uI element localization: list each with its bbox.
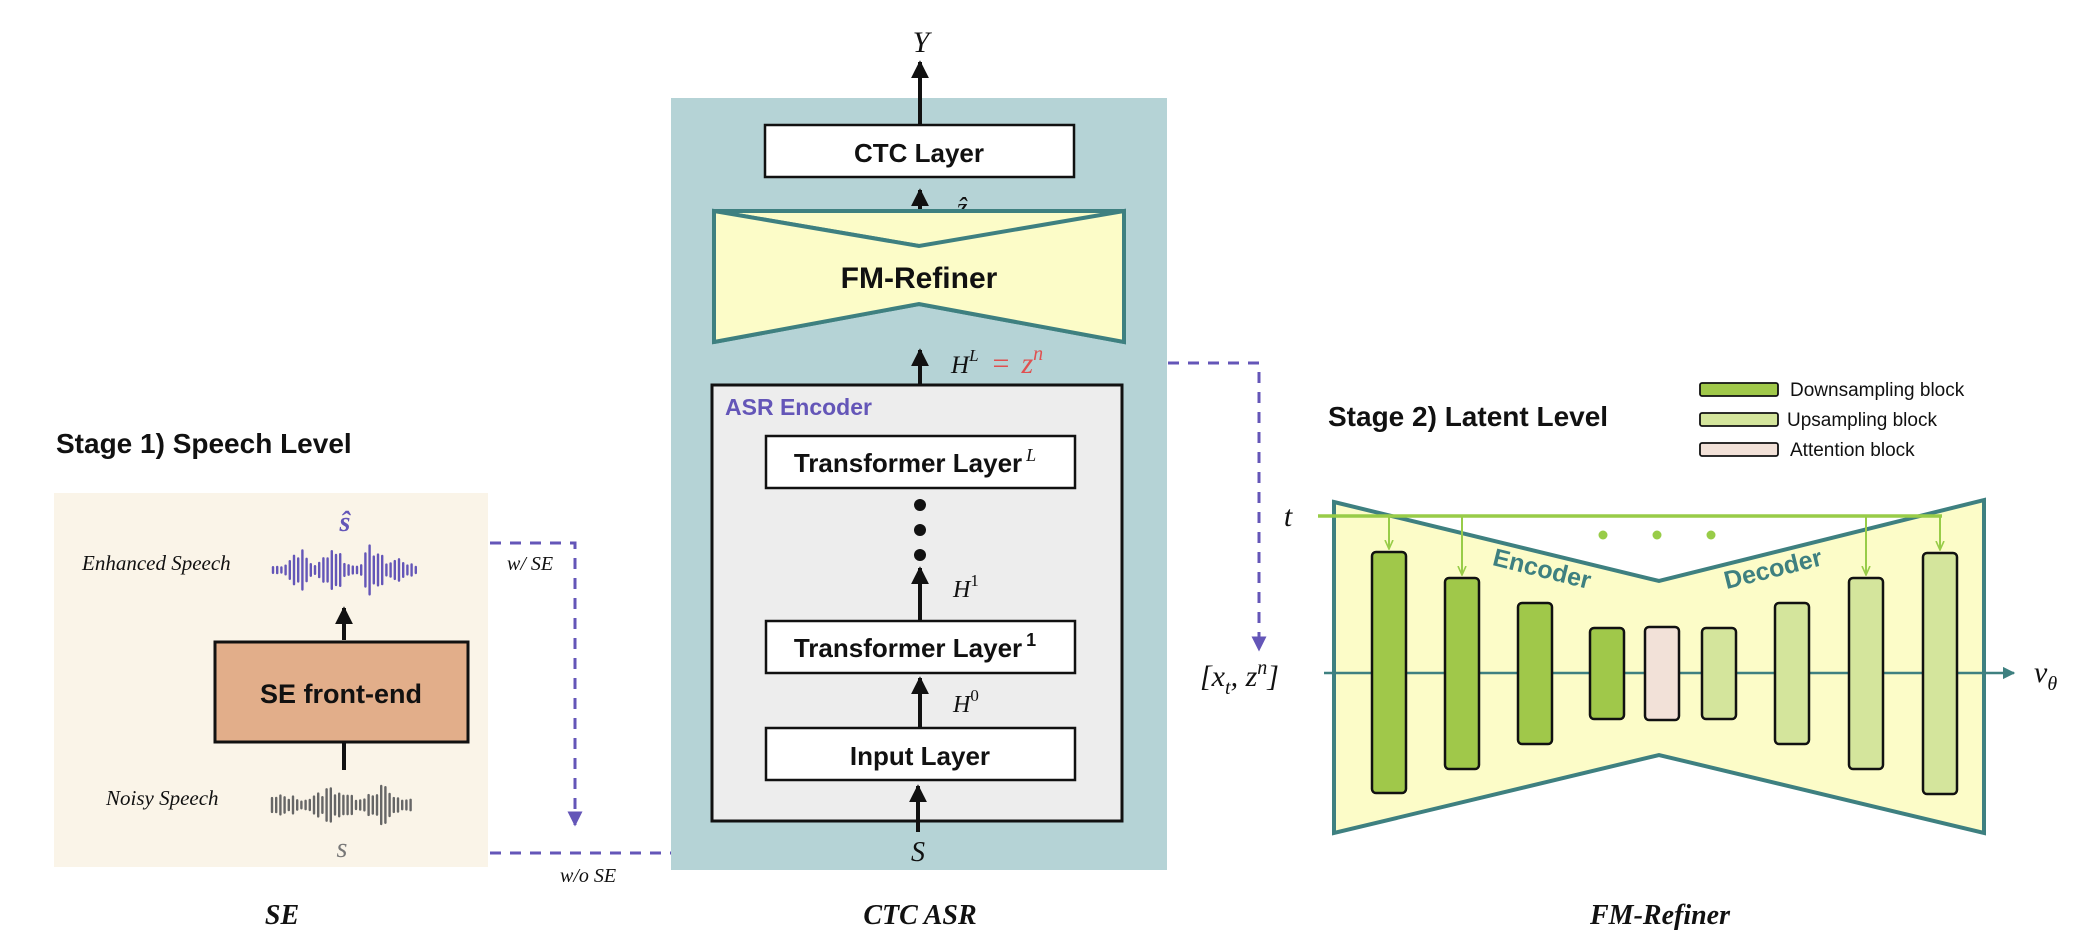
h1-superscript: 1	[970, 571, 979, 590]
hl-superscript: L	[968, 346, 978, 365]
transformer-top-superscript: L	[1025, 445, 1036, 465]
equals-sign: =	[993, 347, 1010, 380]
input-subscript: t	[1225, 677, 1231, 699]
output-subscript: θ	[2047, 673, 2057, 695]
output-v-label: vθ	[2034, 656, 2057, 695]
latent-path	[1168, 361, 1267, 652]
asr-encoder-title: ASR Encoder	[725, 394, 872, 420]
legend: Downsampling block Upsampling block Atte…	[1699, 380, 1965, 461]
transformer-top-text: Transformer Layer	[794, 448, 1022, 478]
downsampling-block	[1370, 550, 1408, 795]
noisy-waveform	[270, 784, 412, 826]
fm-refiner-label: FM-Refiner	[841, 262, 998, 295]
ellipsis-dot	[914, 499, 926, 511]
hl-symbol: H	[950, 352, 971, 379]
zn-superscript: n	[1033, 343, 1043, 365]
transformer-bottom-text: Transformer Layer	[794, 633, 1022, 663]
stage2-section: Stage 2) Latent Level Downsampling block…	[1200, 380, 2057, 931]
with-se-label: w/ SE	[507, 553, 553, 575]
transformer-bottom-superscript: 1	[1026, 630, 1036, 650]
ctc-layer-label: CTC Layer	[854, 138, 984, 168]
stage1-title: Stage 1) Speech Level	[56, 428, 352, 459]
legend-downsampling: Downsampling block	[1790, 380, 1965, 401]
h0-symbol: H	[952, 692, 972, 718]
t-label: t	[1284, 500, 1293, 533]
ellipsis-dot	[914, 549, 926, 561]
stage1-section: Stage 1) Speech Level ŝ Enhanced Speech …	[54, 428, 747, 931]
se-front-end-label: SE front-end	[260, 679, 422, 709]
ellipsis-dot	[1706, 530, 1716, 540]
enhanced-speech-label: Enhanced Speech	[81, 551, 231, 575]
output-symbol: v	[2034, 656, 2048, 689]
transformer-layer-bottom-box	[764, 619, 1077, 675]
attention-block	[1643, 625, 1681, 722]
upsampling-block	[1921, 551, 1959, 796]
legend-swatch-attention	[1699, 442, 1779, 457]
s-label: s	[337, 833, 348, 864]
input-open: [x	[1200, 660, 1226, 693]
s-hat-label: ŝ	[339, 507, 352, 538]
se-caption: SE	[265, 900, 299, 931]
input-close: ]	[1266, 660, 1279, 693]
output-y-label: Y	[913, 26, 933, 59]
fm-refiner-caption: FM-Refiner	[1589, 900, 1731, 931]
downsampling-block	[1516, 601, 1554, 746]
stage2-title: Stage 2) Latent Level	[1328, 401, 1608, 432]
transformer-layer-top-box	[764, 434, 1077, 490]
h0-label: H0	[952, 686, 979, 718]
downsampling-block	[1443, 576, 1481, 771]
downsampling-block	[1588, 626, 1626, 721]
ellipsis-dot	[1598, 530, 1608, 540]
zn-symbol: z	[1020, 347, 1033, 380]
upsampling-block	[1847, 576, 1885, 771]
asr-section: Y CTC Layer ẑ FM-Refiner HL=zn ASR Encod…	[671, 26, 1167, 931]
hl-equation: HL = zn	[950, 343, 1043, 380]
ellipsis-dot	[914, 524, 926, 536]
ellipsis-dot	[1652, 530, 1662, 540]
noisy-speech-label: Noisy Speech	[105, 786, 219, 810]
input-latent-label: [xt, zn]	[1200, 657, 1279, 699]
h1-symbol: H	[952, 577, 972, 603]
se-front-end-box	[213, 640, 470, 744]
input-middle: , z	[1231, 660, 1258, 693]
input-layer-box	[764, 726, 1077, 782]
ctc-asr-caption: CTC ASR	[863, 900, 976, 931]
input-layer-label: Input Layer	[850, 741, 990, 771]
input-superscript: n	[1257, 657, 1267, 679]
upsampling-block	[1773, 601, 1811, 746]
fm-refiner-shape	[712, 208, 1126, 345]
input-s-label: S	[911, 837, 925, 868]
enhanced-waveform	[271, 544, 417, 596]
ctc-layer-box	[763, 123, 1076, 179]
legend-swatch-upsampling	[1699, 412, 1779, 427]
without-se-label: w/o SE	[560, 865, 616, 887]
h0-superscript: 0	[970, 686, 979, 705]
legend-swatch-downsampling	[1699, 382, 1779, 397]
h1-label: H1	[952, 571, 979, 603]
with-se-path	[490, 541, 583, 827]
legend-attention: Attention block	[1790, 440, 1915, 461]
legend-upsampling: Upsampling block	[1787, 410, 1937, 431]
upsampling-block	[1700, 626, 1738, 721]
